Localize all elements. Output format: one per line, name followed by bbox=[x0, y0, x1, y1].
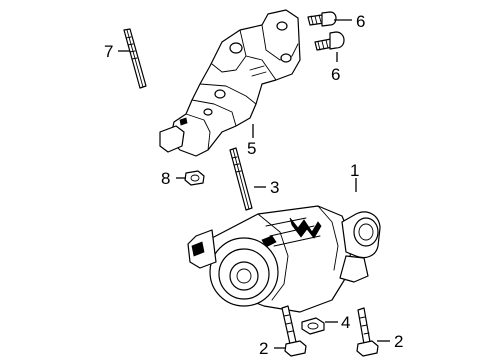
bolt-part-2-right bbox=[356, 307, 379, 357]
callout-2-right: 2 bbox=[394, 332, 403, 351]
callout-1: 1 bbox=[350, 161, 359, 180]
leader-lines bbox=[118, 19, 390, 349]
stud-part-3 bbox=[229, 147, 253, 211]
callout-4: 4 bbox=[341, 313, 350, 332]
callout-5: 5 bbox=[247, 139, 256, 158]
callout-3: 3 bbox=[270, 178, 279, 197]
pump-assembly-part-1 bbox=[187, 205, 381, 313]
callout-labels: 7 6 6 5 8 3 1 4 2 2 bbox=[104, 12, 403, 358]
callout-6-lower: 6 bbox=[331, 65, 340, 84]
bolt-part-2-left bbox=[281, 305, 307, 357]
callout-7: 7 bbox=[104, 42, 113, 61]
callout-8: 8 bbox=[161, 169, 170, 188]
bolt-part-6-upper bbox=[307, 11, 337, 27]
callout-6-upper: 6 bbox=[356, 12, 365, 31]
bolt-part-6-lower bbox=[314, 31, 345, 51]
callout-2-left: 2 bbox=[259, 339, 268, 358]
nut-part-8 bbox=[184, 170, 205, 186]
bracket-part-5 bbox=[159, 9, 301, 157]
stud-part-7 bbox=[123, 28, 147, 89]
nut-part-4 bbox=[301, 317, 325, 335]
